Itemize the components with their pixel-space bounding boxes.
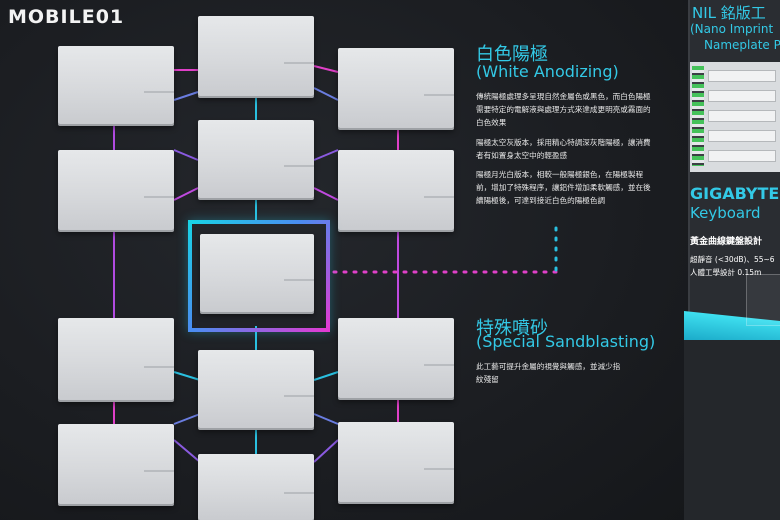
sample-plate xyxy=(58,46,174,124)
nil-subtitle-line1: (Nano Imprint xyxy=(690,22,774,36)
connector-line xyxy=(313,87,339,101)
connector-line xyxy=(173,149,199,161)
paragraph-white-anodizing-1: 傳統陽極處理多呈現自然金屬色或黑色，而白色陽極需要特定的電解液與處理方式來達成更… xyxy=(476,92,651,127)
connector-line xyxy=(173,371,201,381)
connector-line xyxy=(173,439,201,463)
qr-pattern xyxy=(692,66,704,166)
section-subtitle-sandblasting: (Special Sandblasting) xyxy=(476,332,656,351)
sample-plate xyxy=(58,424,174,504)
glass-display-case xyxy=(746,274,780,326)
watermark-logo: MOBILE01 xyxy=(8,6,125,28)
connector-line xyxy=(313,149,339,161)
keyboard-spec-line2: 人體工學設計 0.15m xyxy=(690,268,762,277)
connector-line xyxy=(173,413,201,425)
nil-subtitle-line2: Nameplate P xyxy=(704,38,780,52)
nameplate-bar xyxy=(708,90,776,102)
keyboard-heading: 黃金曲線鍵盤設計 xyxy=(690,237,763,247)
display-table-body xyxy=(684,340,780,520)
sample-plate xyxy=(198,454,314,520)
connector-line xyxy=(173,187,199,201)
sample-plate xyxy=(198,120,314,198)
paragraph-sandblasting: 此工藝可提升金屬的視覺與觸感，並減少指紋殘留 xyxy=(476,362,621,384)
sample-plate xyxy=(338,48,454,128)
nameplate-bar xyxy=(708,110,776,122)
nameplate-sample-board xyxy=(690,62,780,172)
nameplate-bar xyxy=(708,150,776,162)
keyboard-title: Keyboard xyxy=(690,204,761,222)
sample-plate xyxy=(58,150,174,230)
section-title-white-anodizing: 白色陽極 xyxy=(476,44,548,65)
connector-line xyxy=(313,187,339,201)
highlight-frame xyxy=(188,220,330,332)
nameplate-bar xyxy=(708,70,776,82)
connector-line xyxy=(313,371,339,381)
connector-line xyxy=(173,91,199,101)
section-subtitle-white-anodizing: (White Anodizing) xyxy=(476,62,619,81)
sample-plate xyxy=(58,318,174,400)
paragraph-white-anodizing-2: 陽極太空灰版本，採用精心特調深灰階陽極，讓消費者有如置身太空中的輕盈感 xyxy=(476,138,651,160)
nil-title: NIL 銘版工 xyxy=(692,4,766,22)
keyboard-spec-line1: 超靜音 (<30dB)、55~6 xyxy=(690,255,775,264)
sample-plate xyxy=(198,350,314,428)
sample-plate xyxy=(338,150,454,230)
brand-name: GIGABYTE xyxy=(690,184,780,203)
sample-plate xyxy=(338,422,454,502)
paragraph-white-anodizing-3: 陽極月光白版本，相較一般陽極銀色，在陽極製程前，增加了特殊程序，讓鋁件增加柔軟觸… xyxy=(476,170,651,205)
connector-line xyxy=(313,65,339,73)
section-title-sandblasting: 特殊噴砂 xyxy=(476,318,548,339)
sample-plate xyxy=(338,318,454,398)
connector-lines xyxy=(113,65,558,463)
nameplate-bar xyxy=(708,130,776,142)
sample-plate xyxy=(198,16,314,96)
connector-line xyxy=(313,439,339,463)
connector-line xyxy=(313,413,339,425)
